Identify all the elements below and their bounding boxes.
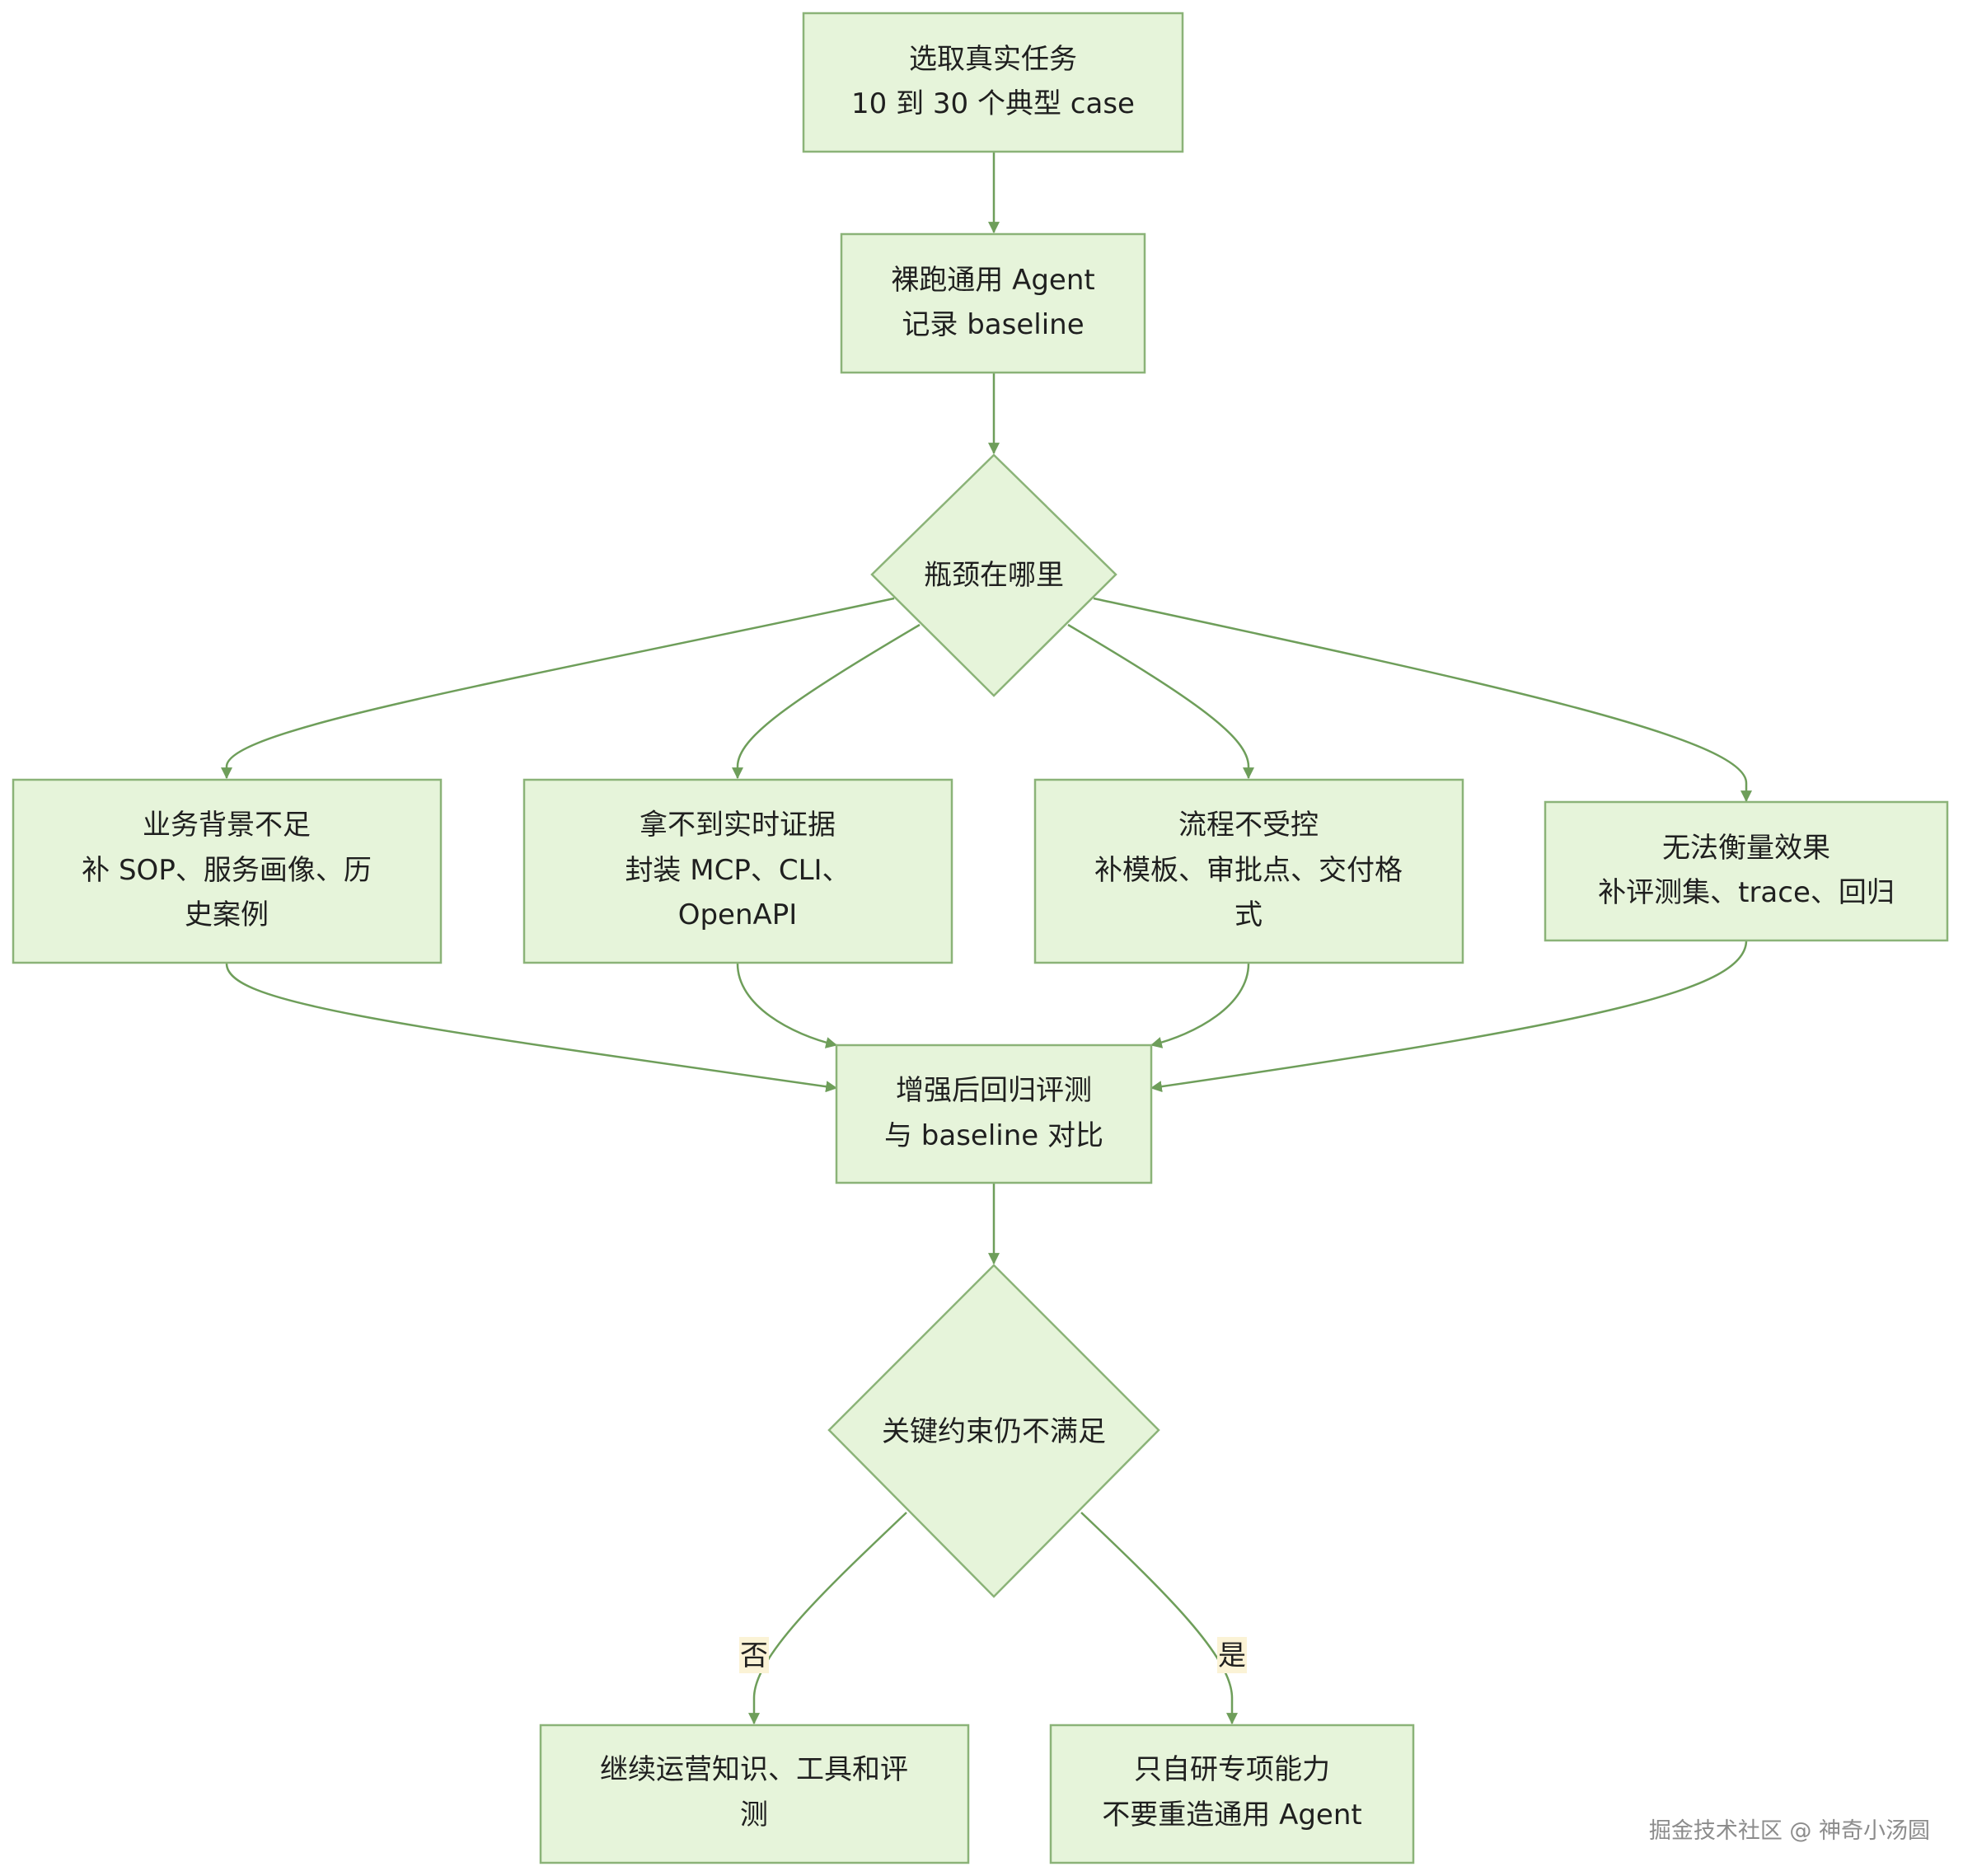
node-measure-effect-line-2: 补评测集、trace、回归	[1598, 876, 1895, 909]
node-build-special-line-1: 只自研专项能力	[1134, 1753, 1330, 1786]
edge-bottleneck-to-realtime-evidence	[732, 623, 921, 780]
node-continue-ops-line-1: 继续运营知识、工具和评	[600, 1753, 908, 1786]
node-measure-effect-line-1: 无法衡量效果	[1662, 832, 1830, 865]
edge-label-no-bg	[739, 1637, 769, 1673]
watermark: 掘金技术社区 @ 神奇小汤圆	[1649, 1818, 1930, 1844]
node-build-special: 只自研专项能力 不要重造通用 Agent	[1049, 1724, 1415, 1864]
node-business-context-box	[12, 778, 443, 964]
node-business-context-line-1: 业务背景不足	[143, 809, 311, 842]
node-bare-run-box	[840, 232, 1146, 374]
edge-bottleneck-to-measure-effect	[1093, 597, 1752, 803]
node-process-control-line-3: 式	[1234, 898, 1263, 931]
node-process-control-box	[1033, 778, 1464, 964]
node-select-tasks: 选取真实任务 10 到 30 个典型 case	[802, 12, 1184, 153]
node-regression: 增强后回归评测 与 baseline 对比	[835, 1044, 1153, 1184]
node-continue-ops-box	[539, 1724, 970, 1864]
edges	[221, 152, 1752, 1725]
edge-business-context-to-regression	[225, 963, 838, 1093]
node-select-tasks-box	[802, 12, 1184, 153]
edge-bottleneck-to-business-context	[221, 597, 895, 780]
edge-bottleneck-to-process-control	[1067, 623, 1254, 780]
node-process-control-line-1: 流程不受控	[1178, 809, 1319, 842]
node-measure-effect-box	[1544, 800, 1949, 942]
edge-constraint-to-build-special	[1080, 1512, 1238, 1725]
node-bottleneck: 瓶颈在哪里	[870, 453, 1117, 697]
edge-process-control-to-regression	[1150, 963, 1250, 1048]
edge-label-yes-bg	[1217, 1637, 1247, 1673]
node-realtime-evidence-line-2: 封装 MCP、CLI、	[625, 854, 850, 887]
edge-realtime-evidence-to-regression	[736, 963, 838, 1048]
node-bare-run-line-1: 裸跑通用 Agent	[891, 264, 1094, 297]
node-regression-box	[835, 1044, 1153, 1184]
edge-label-no: 否	[739, 1637, 769, 1673]
node-measure-effect: 无法衡量效果 补评测集、trace、回归	[1544, 800, 1949, 942]
node-select-tasks-line-1: 选取真实任务	[909, 43, 1077, 76]
edge-label-yes: 是	[1217, 1637, 1247, 1673]
edge-constraint-to-continue-ops	[748, 1512, 907, 1725]
node-regression-line-1: 增强后回归评测	[896, 1074, 1092, 1107]
node-realtime-evidence: 拿不到实时证据 封装 MCP、CLI、 OpenAPI	[522, 778, 953, 964]
node-regression-line-2: 与 baseline 对比	[884, 1119, 1103, 1152]
node-select-tasks-line-2: 10 到 30 个典型 case	[851, 87, 1135, 120]
edge-measure-effect-to-regression	[1150, 940, 1748, 1093]
node-continue-ops-line-2: 测	[740, 1799, 768, 1831]
node-constraint-label: 关键约束仍不满足	[882, 1415, 1106, 1448]
node-realtime-evidence-line-1: 拿不到实时证据	[639, 809, 836, 842]
node-process-control: 流程不受控 补模板、审批点、交付格 式	[1033, 778, 1464, 964]
node-constraint-diamond	[827, 1264, 1160, 1598]
node-build-special-box	[1049, 1724, 1415, 1864]
node-bottleneck-label: 瓶颈在哪里	[924, 559, 1064, 592]
node-process-control-line-2: 补模板、审批点、交付格	[1094, 854, 1403, 887]
node-realtime-evidence-line-3: OpenAPI	[678, 898, 798, 931]
node-continue-ops: 继续运营知识、工具和评 测	[539, 1724, 970, 1864]
edge-label-no-text: 否	[740, 1639, 768, 1672]
node-bare-run: 裸跑通用 Agent 记录 baseline	[840, 232, 1146, 374]
node-realtime-evidence-box	[522, 778, 953, 964]
node-business-context: 业务背景不足 补 SOP、服务画像、历 史案例	[12, 778, 443, 964]
edge-label-yes-text: 是	[1218, 1639, 1246, 1672]
node-constraint: 关键约束仍不满足	[827, 1264, 1160, 1598]
node-business-context-line-2: 补 SOP、服务画像、历	[82, 854, 372, 887]
node-bottleneck-diamond	[870, 453, 1117, 697]
node-business-context-line-3: 史案例	[185, 898, 269, 931]
node-build-special-line-2: 不要重造通用 Agent	[1102, 1799, 1361, 1831]
node-bare-run-line-2: 记录 baseline	[902, 308, 1084, 341]
